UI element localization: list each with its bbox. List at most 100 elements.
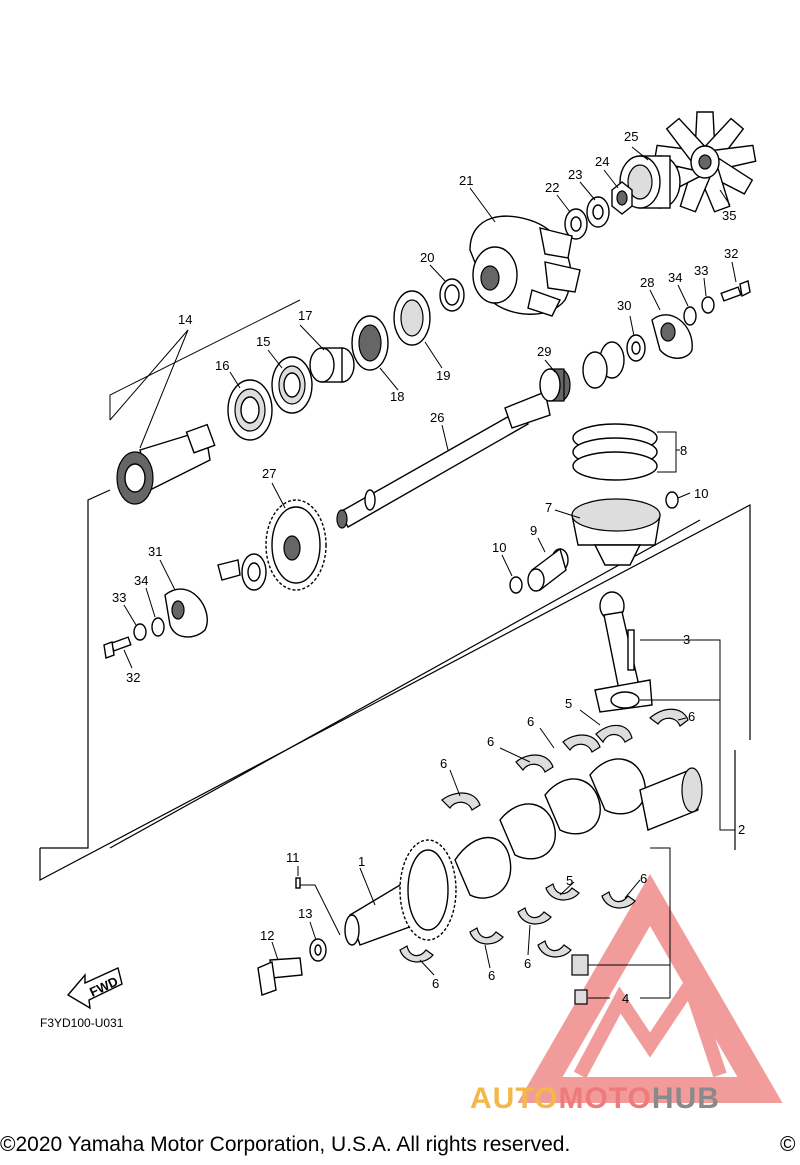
- watermark-text: AUTOMOTOHUB: [470, 1082, 720, 1116]
- label-32-right: 32: [724, 246, 738, 261]
- label-20: 20: [420, 250, 434, 265]
- fwd-arrow-icon: FWD: [66, 967, 123, 1010]
- label-6-f: 6: [488, 968, 495, 983]
- assembly-frame: [39, 489, 751, 881]
- watermark-hub: HUB: [651, 1082, 720, 1115]
- part-10-clip-right: [665, 491, 679, 509]
- part-3-connecting-rod: [594, 591, 653, 713]
- part-19-seal: [393, 290, 431, 346]
- part-31-rotor-left: [164, 588, 208, 638]
- label-6-a: 6: [527, 714, 534, 729]
- label-9: 9: [530, 523, 537, 538]
- label-10-left: 10: [492, 540, 506, 555]
- part-28-rotor: [651, 314, 693, 359]
- part-33-lockwasher-right: [701, 296, 715, 314]
- label-15: 15: [256, 334, 270, 349]
- label-33-left: 33: [112, 590, 126, 605]
- label-31: 31: [148, 544, 162, 559]
- label-6-d: 6: [640, 871, 647, 886]
- label-3: 3: [683, 632, 690, 647]
- part-sleeve: [582, 341, 625, 389]
- label-19: 19: [436, 368, 450, 383]
- part-24-nut: [611, 181, 633, 215]
- part-29-needle-bearing: [539, 368, 571, 402]
- part-26-drive-shaft: [336, 391, 551, 529]
- copyright-tail: ©: [780, 1133, 796, 1156]
- part-13-washer: [309, 938, 327, 962]
- label-34-left: 34: [134, 573, 148, 588]
- label-16: 16: [215, 358, 229, 373]
- part-32-bolt-left: [103, 636, 132, 659]
- label-35: 35: [722, 208, 736, 223]
- label-12: 12: [260, 928, 274, 943]
- label-11: 11: [286, 850, 300, 865]
- part-12-bolt: [257, 957, 303, 996]
- part-16-bearing: [227, 379, 273, 441]
- part-15-bearing: [271, 356, 313, 414]
- part-35-impeller: [653, 111, 757, 213]
- label-2: 2: [738, 822, 745, 837]
- part-9-piston-pin: [527, 547, 569, 592]
- label-13: 13: [298, 906, 312, 921]
- label-32-left: 32: [126, 670, 140, 685]
- part-number-labels: 25 24 23 22 21 35 20 32 33 34 28 30 14 1…: [112, 129, 745, 1006]
- label-27: 27: [262, 466, 276, 481]
- part-plate-small: [217, 559, 241, 581]
- label-25: 25: [624, 129, 638, 144]
- part-18-seal: [351, 315, 389, 371]
- label-18: 18: [390, 389, 404, 404]
- label-28: 28: [640, 275, 654, 290]
- label-5-bottom: 5: [566, 873, 573, 888]
- watermark-auto: AUTO: [470, 1082, 559, 1115]
- part-34-washer-right: [683, 306, 697, 326]
- label-17: 17: [298, 308, 312, 323]
- part-1-crankshaft: [344, 758, 703, 946]
- part-30-washer: [626, 334, 646, 362]
- label-6-g: 6: [432, 976, 439, 991]
- leader-lines: [109, 146, 737, 999]
- label-22: 22: [545, 180, 559, 195]
- part-bearing-small: [241, 553, 267, 591]
- label-6-b: 6: [487, 734, 494, 749]
- part-22-washer: [564, 208, 588, 240]
- part-23-washer: [586, 196, 610, 228]
- label-14: 14: [178, 312, 192, 327]
- part-4-rod-nut: [571, 954, 589, 1005]
- part-20-washer: [439, 278, 465, 312]
- label-26: 26: [430, 410, 444, 425]
- part-33-lockwasher-left: [133, 623, 147, 641]
- label-29: 29: [537, 344, 551, 359]
- watermark-moto: MOTO: [558, 1082, 652, 1115]
- watermark-logo: [517, 874, 783, 1103]
- label-30: 30: [617, 298, 631, 313]
- part-21-housing: [469, 215, 581, 317]
- fwd-label: FWD: [87, 974, 120, 1000]
- part-10-clip-left: [509, 576, 523, 594]
- part-7-piston: [571, 498, 661, 566]
- label-33-right: 33: [694, 263, 708, 278]
- copyright-notice: ©2020 Yamaha Motor Corporation, U.S.A. A…: [0, 1133, 571, 1156]
- part-8-piston-rings: [572, 423, 658, 481]
- part-14-shaft: [116, 423, 216, 505]
- part-17-collar: [309, 347, 355, 383]
- diagram-code: F3YD100-U031: [40, 1016, 124, 1030]
- part-32-bolt-right: [720, 280, 751, 302]
- label-7: 7: [545, 500, 552, 515]
- part-11-key: [295, 877, 301, 889]
- label-6-c: 6: [440, 756, 447, 771]
- label-21: 21: [459, 173, 473, 188]
- label-24: 24: [595, 154, 609, 169]
- label-23: 23: [568, 167, 582, 182]
- label-10-right: 10: [694, 486, 708, 501]
- part-6-bearing-halves: [399, 708, 689, 963]
- label-5-top: 5: [565, 696, 572, 711]
- label-8: 8: [680, 443, 687, 458]
- label-6-right: 6: [688, 709, 695, 724]
- label-6-e: 6: [524, 956, 531, 971]
- part-34-washer-left: [151, 617, 165, 637]
- label-34-right: 34: [668, 270, 682, 285]
- label-4: 4: [622, 991, 629, 1006]
- part-27-gear: [265, 499, 327, 591]
